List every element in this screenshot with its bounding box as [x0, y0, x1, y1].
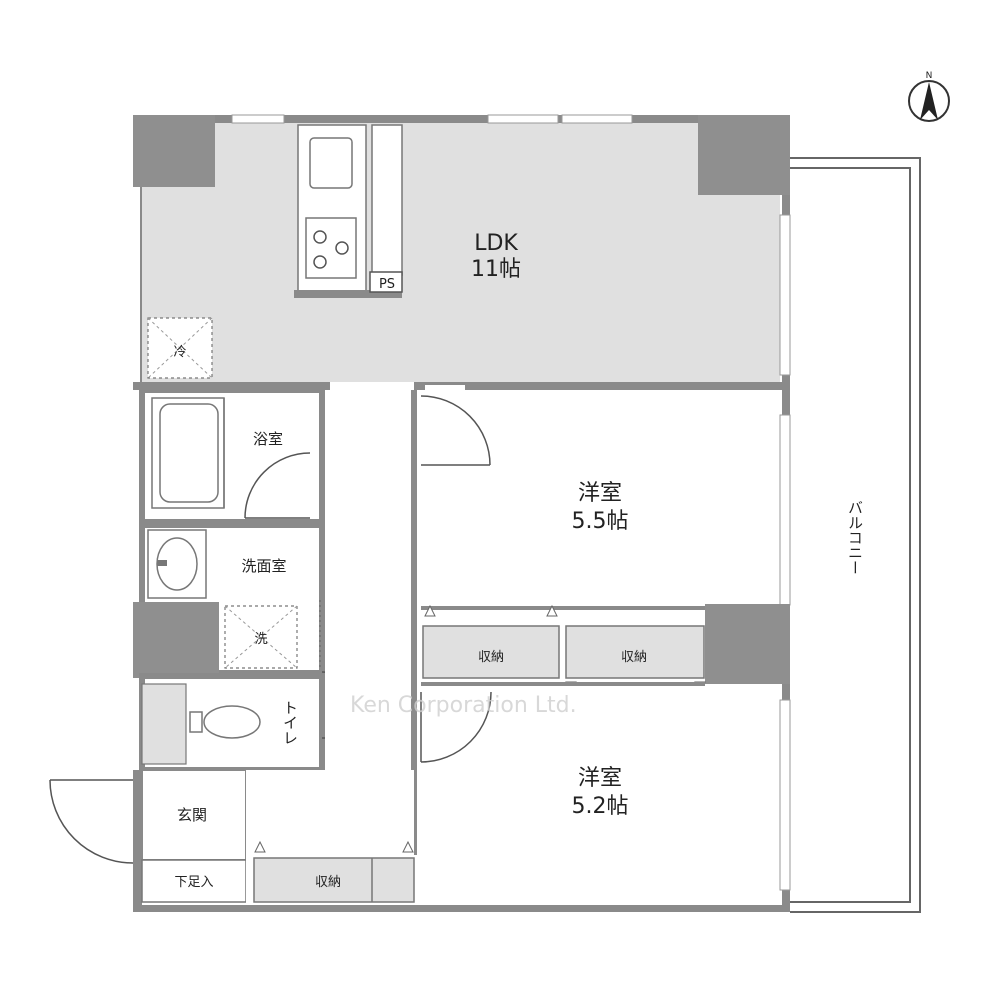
- window-top-2: [487, 114, 559, 124]
- door-bath[interactable]: [244, 452, 311, 519]
- door-room1[interactable]: [420, 395, 491, 466]
- shoe-storage-label: 下足入: [174, 875, 213, 890]
- western-room-2: [421, 686, 791, 902]
- toilet-room: [139, 673, 325, 773]
- washer-label: 洗: [254, 632, 267, 647]
- storage-3-box: [253, 857, 415, 903]
- ldk-room: [133, 114, 791, 382]
- western-room-1-label: 洋室: [578, 481, 622, 506]
- fridge-space: [147, 317, 213, 379]
- north-label: N: [926, 71, 933, 81]
- washroom: [133, 522, 325, 678]
- door-room2[interactable]: [420, 691, 492, 763]
- window-right-ldk: [779, 214, 791, 376]
- pipe-space-label: PS: [379, 277, 395, 292]
- ldk-size: 11帖: [471, 257, 521, 282]
- sink-icon: [309, 137, 353, 189]
- fridge-label: 冷: [173, 345, 186, 360]
- window-right-room1: [779, 414, 791, 606]
- column-mid-right: [705, 604, 790, 684]
- western-room-1: [421, 390, 791, 684]
- balcony: [790, 157, 921, 913]
- column-top-left: [133, 115, 215, 187]
- watermark: Ken Corporation Ltd.: [350, 693, 577, 718]
- window-right-room2: [779, 699, 791, 891]
- entrance: [141, 769, 415, 905]
- entrance-door[interactable]: [49, 779, 134, 864]
- toilet-label: トイレ: [281, 700, 299, 745]
- entrance-label: 玄関: [177, 806, 207, 824]
- pipe-space-box: [369, 271, 403, 293]
- window-top-3: [561, 114, 633, 124]
- storage-2: [565, 625, 706, 694]
- storage-3-label: 収納: [315, 875, 341, 890]
- western-room-1-size: 5.5帖: [572, 509, 629, 534]
- column-mid-left: [133, 602, 219, 678]
- storage-1-label: 収納: [478, 650, 504, 665]
- kitchen-counter: [294, 124, 403, 298]
- bath-label: 浴室: [253, 430, 283, 448]
- ldk-label: LDK: [474, 231, 518, 256]
- doorway-ldk-hall: [330, 382, 414, 390]
- column-top-right: [698, 115, 790, 195]
- north-arrow-icon: N: [908, 71, 950, 122]
- storage-2-label: 収納: [621, 650, 647, 665]
- western-room-2-label: 洋室: [578, 766, 622, 791]
- toilet-tank-icon: [189, 711, 203, 733]
- storage-1: [422, 604, 560, 679]
- toilet-bowl-icon: [203, 705, 261, 739]
- shoe-storage-box: [141, 859, 247, 903]
- washroom-label: 洗面室: [241, 557, 286, 575]
- balcony-label: バルコニー: [846, 500, 864, 575]
- western-room-2-size: 5.2帖: [572, 794, 629, 819]
- bath-room: [139, 387, 325, 525]
- window-top-1: [231, 114, 285, 124]
